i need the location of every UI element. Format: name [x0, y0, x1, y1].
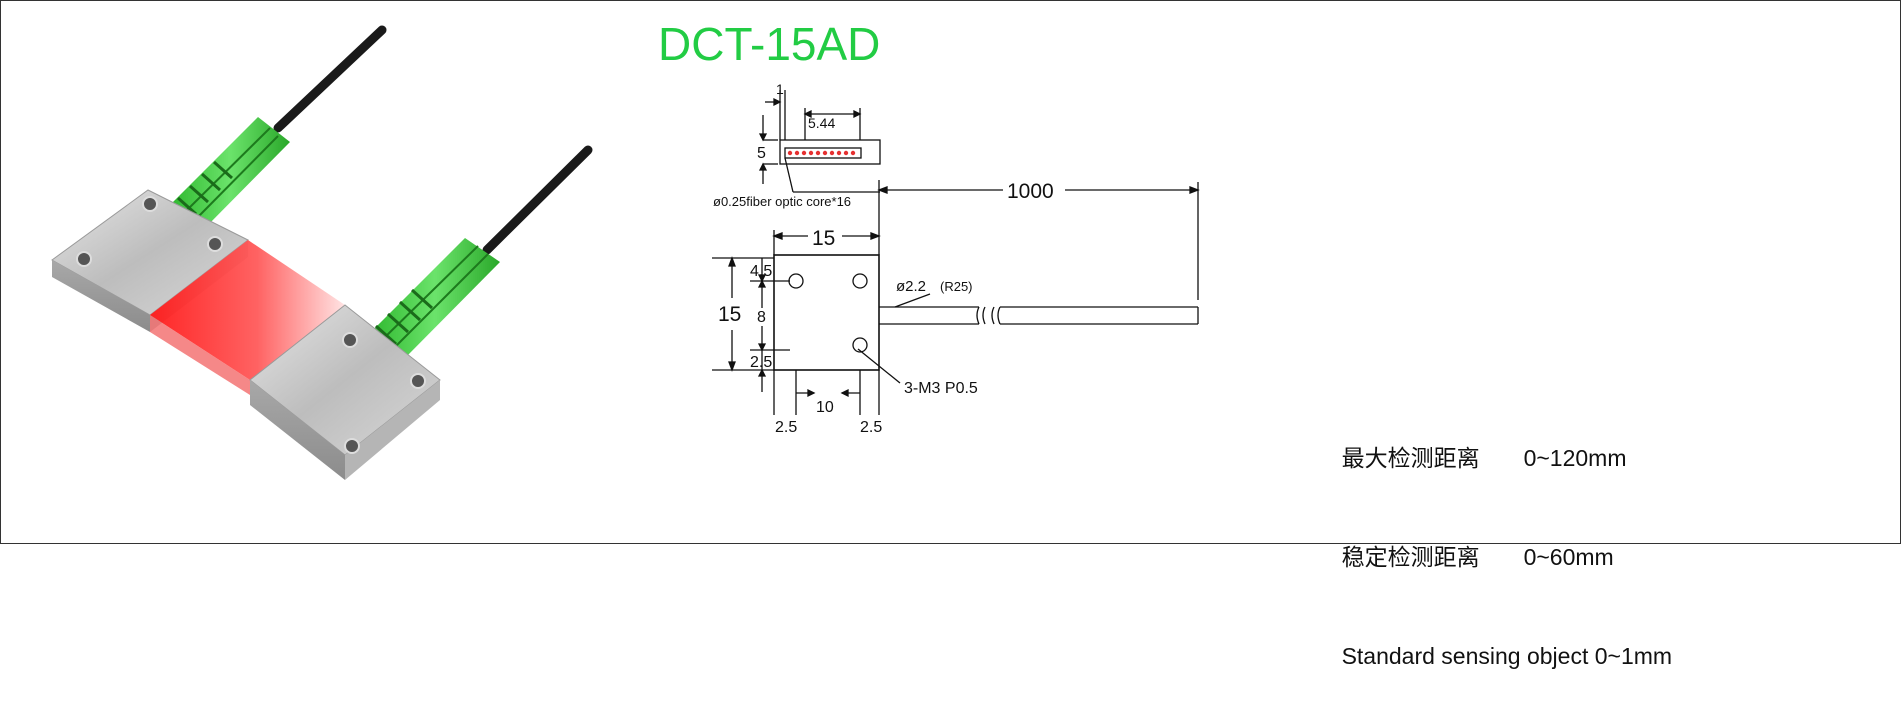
- block-front-view: [773, 254, 880, 371]
- drawing-canvas: DCT-15AD 1 5.44 5: [51, 18, 1200, 480]
- image-frame: [0, 0, 1901, 544]
- screw-hole-icon: [344, 438, 360, 454]
- screw-hole-icon: [410, 373, 426, 389]
- screw-hole-icon: [207, 236, 223, 252]
- spec-label: 最大检测距离: [1341, 445, 1480, 471]
- dim-5-label: 5: [757, 145, 766, 162]
- cable-right: [482, 145, 593, 255]
- fiber-core-label: ø0.25fiber optic core*16: [713, 194, 851, 209]
- mount-hole-icon: [788, 273, 804, 289]
- dim-2-5-left-label: 2.5: [775, 419, 797, 436]
- screw-hole-icon: [342, 332, 358, 348]
- dim-8-label: 8: [757, 309, 766, 326]
- product-title: DCT-15AD: [658, 18, 880, 70]
- spec-row-max: 最大检测距离 0~120mm: [1316, 409, 1672, 508]
- dim-2-5-side-label: 2.5: [750, 354, 772, 371]
- dim-4-5-label: 4.5: [750, 263, 772, 280]
- dim-1-label: 1: [776, 81, 784, 97]
- fiber-head-outline: [779, 139, 881, 165]
- cable-dia-label: ø2.2: [896, 278, 926, 295]
- sensor-illustration: [51, 25, 593, 480]
- dim-1000-label: 1000: [1007, 180, 1054, 203]
- sleeve-right: [370, 238, 500, 358]
- mount-hole-icon: [852, 337, 868, 353]
- mount-hole-icon: [852, 273, 868, 289]
- sleeve-left: [170, 117, 290, 228]
- dim-10-label: 10: [816, 399, 834, 416]
- dim-15-top-label: 15: [812, 227, 835, 250]
- light-beam: [150, 240, 345, 380]
- screw-label: 3-M3 P0.5: [904, 380, 978, 397]
- screw-hole-icon: [76, 251, 92, 267]
- cable-radius-label: (R25): [940, 279, 973, 294]
- spec-row-standard: Standard sensing object 0~1mm: [1316, 607, 1673, 706]
- dim-15-side-label: 15: [718, 303, 741, 326]
- screw-hole-icon: [142, 196, 158, 212]
- dim-2-5-right-label: 2.5: [860, 419, 882, 436]
- fiber-dots: [787, 150, 856, 156]
- spec-value: Standard sensing object 0~1mm: [1341, 643, 1673, 669]
- block-right: [249, 304, 441, 480]
- technical-drawing: 1 5.44 5 ø0.25fiber optic core*16 1000: [712, 81, 1200, 436]
- spec-value: 0~120mm: [1523, 445, 1627, 471]
- cable-left: [273, 25, 387, 133]
- dim-5-44-label: 5.44: [808, 115, 835, 131]
